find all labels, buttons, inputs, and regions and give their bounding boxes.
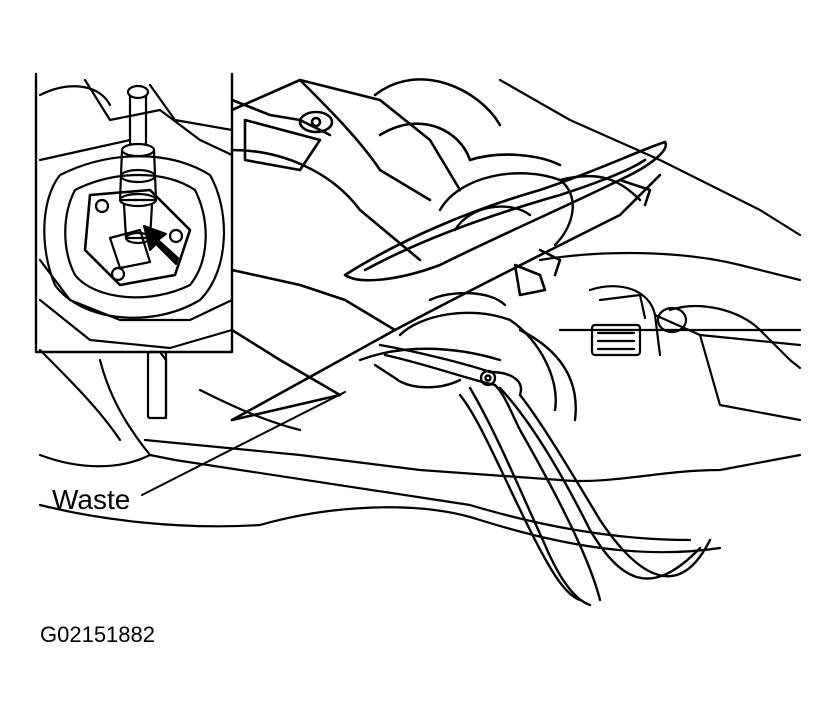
callout-label-waste: Waste xyxy=(52,484,131,515)
seat-area xyxy=(498,78,802,422)
pliers-icon xyxy=(378,343,712,607)
center-console xyxy=(230,78,668,422)
floor-tunnel-outline xyxy=(38,438,802,554)
left-floor-detail xyxy=(38,348,302,457)
figure-code: G02151882 xyxy=(40,622,155,647)
inset-detail xyxy=(34,72,234,354)
shift-lever-boot xyxy=(358,172,642,422)
inset-shift-lever xyxy=(38,78,234,350)
callout-leader-line xyxy=(141,391,346,496)
push-direction-arrow-icon xyxy=(143,225,179,265)
